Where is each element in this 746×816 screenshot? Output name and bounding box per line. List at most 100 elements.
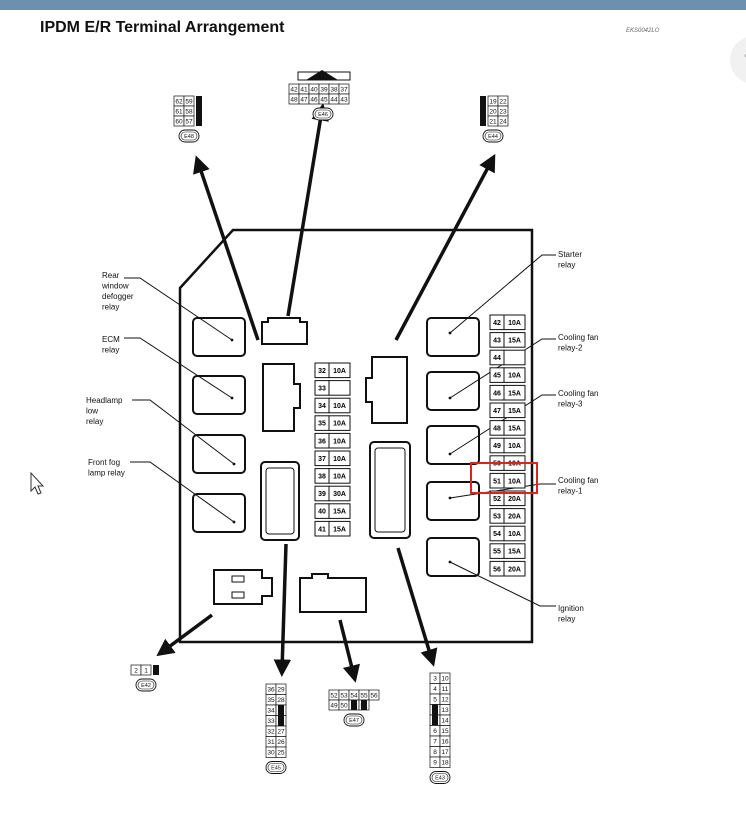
pin-number: 55 [360,692,368,699]
pin-number: 41 [300,86,308,93]
fuse-number: 40 [318,509,326,516]
pin-number: 60 [175,118,183,125]
relay-starter [426,317,480,357]
relay-label-cf1: relay-1 [558,487,583,496]
pin-number: 53 [340,692,348,699]
pin-number: 12 [441,697,449,704]
pin-number: 30 [267,750,275,757]
pin-number: 42 [290,86,298,93]
fuse-amperage: 10A [508,531,521,538]
relay-label-headlamp: low [86,407,98,416]
fuse-number: 51 [493,478,501,485]
fuse-number: 49 [493,443,501,450]
relay-label-cf3: Cooling fan [558,389,598,398]
pin-number: 47 [300,96,308,103]
pin-number: 26 [277,739,285,746]
fuse-amperage: 15A [333,526,346,533]
pin-number: 3 [433,676,437,683]
fuse-number: 54 [493,531,501,538]
relay-label-headlamp: Headlamp [86,396,123,405]
fuse-number: 52 [493,496,501,503]
connector-id: E43 [435,776,445,782]
side-panel-button[interactable]: ‹ [730,36,746,84]
fuse-amperage: 10A [333,438,346,445]
relay-headlamp-low [192,434,246,474]
fuse-number: 41 [318,526,326,533]
connector-id: E46 [318,112,328,118]
chevron-icon: ‹ [744,50,746,62]
housing-e46-socket [261,317,308,345]
pin-number: 23 [499,108,507,115]
pin-number: 13 [441,707,449,714]
fuse-number: 36 [318,438,326,445]
pin-number: 49 [330,702,338,709]
fuse-number: 46 [493,390,501,397]
figure-code: EKS0042LO [626,28,660,34]
fuse-amperage: 10A [508,478,521,485]
pin-number: 14 [441,718,449,725]
relay-label-cf1: Cooling fan [558,476,598,485]
pin-number: 11 [442,686,449,693]
relay-label-cf2: relay-2 [558,344,583,353]
relay-label-rear-window: Rear [102,271,120,280]
pin-number: 20 [489,108,497,115]
fuse-amperage: 10A [508,461,521,468]
connector-id: E42 [141,683,151,689]
relay-label-starter: relay [558,261,575,270]
pin-number: 4 [433,686,437,693]
connector-id: E45 [271,766,281,772]
pin-number: 2 [134,667,138,674]
pin-number: 19 [489,98,497,105]
housing-e47-socket [299,573,367,613]
pin-number: 62 [175,98,183,105]
housing-e42-socket [213,569,273,605]
top-bar [0,0,746,10]
relay-label-ecm: ECM [102,335,120,344]
pin-number: 8 [433,749,437,756]
pin-number: 40 [310,86,318,93]
fuse-number: 37 [318,456,326,463]
connector-id: E48 [184,134,194,140]
fuse-number: 32 [318,368,326,375]
fuse-number: 42 [493,320,501,327]
relay-label-cf2: Cooling fan [558,333,598,342]
relay-cooling-fan-1 [426,481,480,521]
fuse-amperage: 10A [508,320,521,327]
page-title: IPDM E/R Terminal Arrangement [40,19,285,36]
relay-cooling-fan-3 [426,425,480,465]
relay-label-rear-window: relay [102,303,119,312]
fuse-number: 50 [493,461,501,468]
pin-number: 29 [277,687,285,694]
fuse-amperage: 20A [508,496,521,503]
fuse-amperage: 20A [508,514,521,521]
pin-number: 59 [185,98,193,105]
fuse-amperage: 15A [508,426,521,433]
relay-label-rear-window: defogger [102,292,134,301]
fuse-number: 39 [318,491,326,498]
fuse-number: 47 [493,408,501,415]
housing-e44-socket [365,356,408,424]
relay-label-rear-window: window [101,282,129,291]
fuse-number: 56 [493,566,501,573]
pin-number: 21 [489,118,497,125]
fuse-amperage: 10A [333,456,346,463]
pin-number: 32 [267,729,275,736]
fuse-amperage: 10A [333,421,346,428]
fuse-number: 48 [493,426,501,433]
fuse-amperage: 10A [333,368,346,375]
fuse-number: 34 [318,403,326,410]
housing-e43-socket [369,441,411,539]
fuse-amperage: 15A [508,549,521,556]
pin-number: 52 [330,692,338,699]
pin-number: 33 [267,718,275,725]
pin-number: 1 [144,667,148,674]
pin-number: 57 [185,118,193,125]
mouse-cursor-icon [30,471,45,495]
highlight-box [470,462,538,494]
connector-e47: 5253545556495051E47 [328,689,380,727]
fuse-number: 45 [493,373,501,380]
relay-label-front-fog: lamp relay [88,469,125,478]
